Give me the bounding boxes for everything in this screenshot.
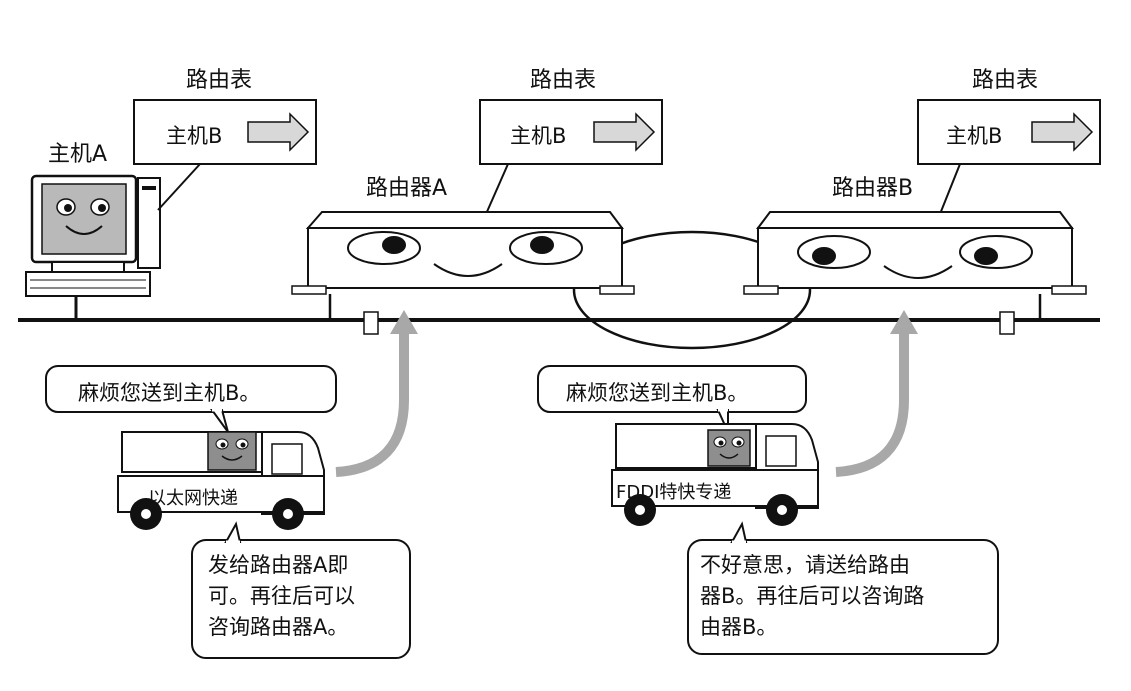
fddi-ring [572, 230, 812, 350]
forward-arrow-router-b [835, 310, 918, 477]
speech-bubble-left-text: 麻烦您送到主机B。 [78, 381, 261, 405]
note-box-right [687, 521, 999, 655]
routing-table-entry-host: 主机B [166, 124, 223, 148]
note-left: 发给路由器A即 可。再往后可以 咨询路由器A。 [208, 550, 355, 643]
note-left-line-3: 咨询路由器A。 [208, 615, 349, 639]
host-a-label: 主机A [48, 142, 108, 167]
router-b [743, 211, 1087, 335]
truck-fddi [611, 423, 819, 526]
note-right: 不好意思，请送给路由 器B。再往后可以咨询路 由器B。 [700, 550, 924, 643]
note-right-line-2: 器B。再往后可以咨询路 [700, 584, 925, 608]
routing-table-title-host: 路由表 [186, 68, 253, 93]
note-left-line-2: 可。再往后可以 [208, 584, 355, 608]
note-right-line-1: 不好意思，请送给路由 [700, 553, 910, 577]
speech-bubble-right [537, 365, 807, 433]
router-a-label: 路由器A [366, 176, 448, 201]
truck-ethernet-label: 以太网快递 [148, 488, 238, 509]
router-a [291, 211, 635, 335]
routing-table-entry-router-a: 主机B [510, 124, 567, 148]
note-left-line-1: 发给路由器A即 [208, 553, 349, 577]
note-box-left [191, 521, 411, 659]
host-a-computer [25, 174, 161, 320]
routing-table-entry-router-b: 主机B [946, 124, 1003, 148]
routing-table-box-router-a [479, 99, 663, 215]
speech-bubble-right-text: 麻烦您送到主机B。 [566, 381, 749, 405]
routing-table-box-router-b [917, 99, 1101, 215]
router-b-label: 路由器B [832, 176, 914, 201]
note-right-line-3: 由器B。 [700, 615, 778, 639]
speech-bubble-left [45, 365, 337, 433]
truck-ethernet [117, 431, 325, 530]
routing-table-title-router-b: 路由表 [972, 68, 1039, 93]
routing-table-title-router-a: 路由表 [530, 68, 597, 93]
forward-arrow-router-a [335, 310, 418, 477]
routing-table-box-host [133, 99, 317, 211]
truck-fddi-label: FDDI特快专递 [616, 482, 732, 503]
